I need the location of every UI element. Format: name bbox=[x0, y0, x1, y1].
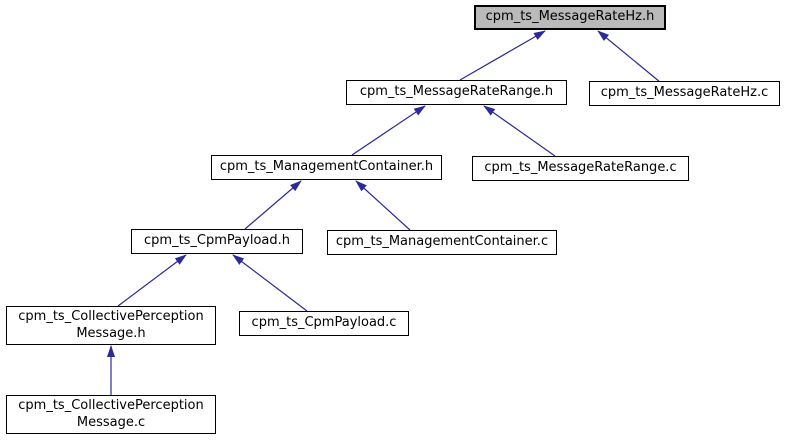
edge-cpmpayload_h-to-managementcontainer_h bbox=[244, 180, 302, 230]
node-managementcontainer_h[interactable]: cpm_ts_ManagementContainer.h bbox=[211, 155, 442, 180]
edge-messageraterange_h-to-messageratehz_h bbox=[459, 30, 546, 81]
edges-group bbox=[107, 30, 661, 395]
node-label: cpm_ts_CollectivePerception bbox=[18, 308, 204, 324]
edge-messageraterange_c-to-messageraterange_h bbox=[483, 105, 556, 157]
node-managementcontainer_c[interactable]: cpm_ts_ManagementContainer.c bbox=[327, 230, 557, 255]
node-label: Message.c bbox=[76, 414, 146, 430]
node-cpmpayload_h[interactable]: cpm_ts_CpmPayload.h bbox=[131, 229, 303, 254]
node-messageraterange_c[interactable]: cpm_ts_MessageRateRange.c bbox=[472, 156, 689, 181]
node-label: cpm_ts_MessageRateRange.h bbox=[359, 84, 554, 100]
node-label: cpm_ts_MessageRateRange.c bbox=[484, 160, 677, 176]
node-label: cpm_ts_ManagementContainer.h bbox=[219, 159, 434, 175]
node-label: cpm_ts_CollectivePerception bbox=[18, 397, 204, 413]
edge-managementcontainer_c-to-managementcontainer_h bbox=[355, 180, 411, 231]
node-messageraterange_h[interactable]: cpm_ts_MessageRateRange.h bbox=[346, 80, 567, 105]
node-messageratehz_h[interactable]: cpm_ts_MessageRateHz.h bbox=[474, 5, 666, 30]
edge-cpmpayload_c-to-cpmpayload_h bbox=[232, 254, 308, 312]
node-label: cpm_ts_CpmPayload.h bbox=[144, 233, 290, 249]
node-label: cpm_ts_MessageRateHz.c bbox=[600, 85, 769, 101]
node-label: cpm_ts_MessageRateHz.h bbox=[485, 9, 655, 25]
edge-messageratehz_c-to-messageratehz_h bbox=[597, 30, 661, 83]
node-label: cpm_ts_CpmPayload.c bbox=[251, 315, 397, 331]
node-cpmpayload_c[interactable]: cpm_ts_CpmPayload.c bbox=[239, 311, 409, 336]
node-messageratehz_c[interactable]: cpm_ts_MessageRateHz.c bbox=[589, 81, 780, 106]
node-label: cpm_ts_ManagementContainer.c bbox=[335, 234, 549, 250]
edge-managementcontainer_h-to-messageraterange_h bbox=[351, 105, 426, 156]
node-label: Message.h bbox=[76, 325, 146, 341]
edge-collectiveperceptionmessage_h-to-cpmpayload_h bbox=[117, 254, 187, 307]
